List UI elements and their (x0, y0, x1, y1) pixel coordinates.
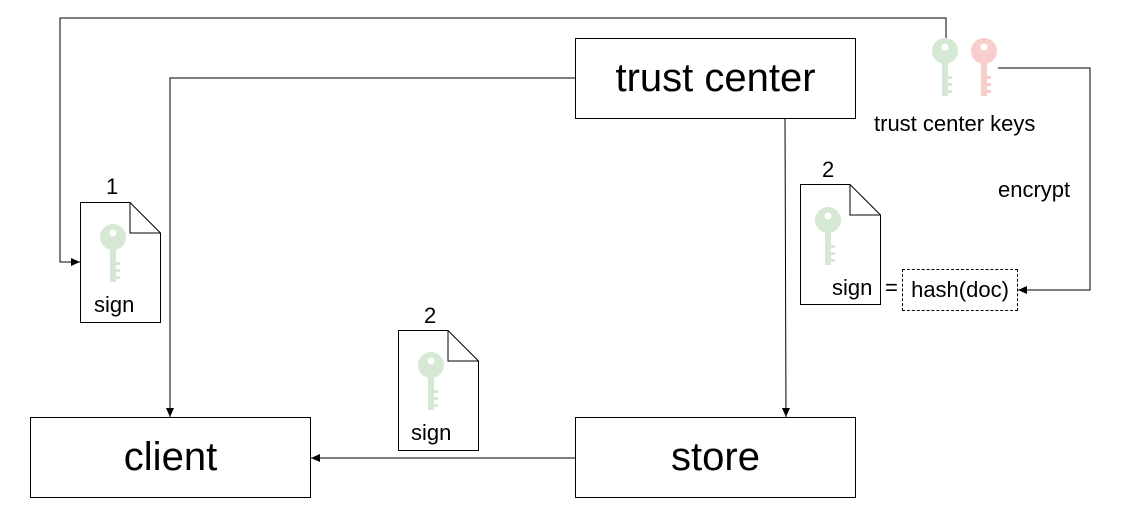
store-node: store (575, 417, 856, 498)
edge-trust-to-store (781, 117, 790, 418)
doc2-trust-sign-label: sign (832, 275, 873, 300)
client-node: client (30, 417, 311, 498)
doc2-store-number: 2 (424, 303, 437, 328)
doc2-store-document-icon (398, 330, 479, 451)
store-label: store (671, 435, 760, 479)
doc2-trust-number: 2 (822, 157, 835, 182)
edge-trust-to-client (166, 77, 575, 417)
trust-center-node: trust center (575, 38, 856, 119)
doc2-store-sign-label: sign (411, 420, 452, 445)
hash-doc-label: hash(doc) (911, 277, 1009, 302)
equals-sign: = (885, 275, 898, 300)
doc2-trust-document-icon (800, 184, 881, 305)
hash-doc-box: hash(doc) (902, 269, 1018, 311)
public-key-icon (932, 38, 958, 96)
edge-encrypt (998, 67, 1091, 294)
private-key-icon (971, 38, 997, 96)
encrypt-label: encrypt (998, 177, 1071, 202)
client-label: client (123, 435, 218, 479)
doc1-number: 1 (106, 174, 119, 199)
trust-center-label: trust center (615, 56, 816, 100)
doc1-document-icon (80, 202, 161, 323)
edge-keys-to-doc1 (59, 17, 947, 266)
trust-center-keys-label: trust center keys (874, 111, 1036, 136)
doc1-sign-label: sign (94, 292, 135, 317)
